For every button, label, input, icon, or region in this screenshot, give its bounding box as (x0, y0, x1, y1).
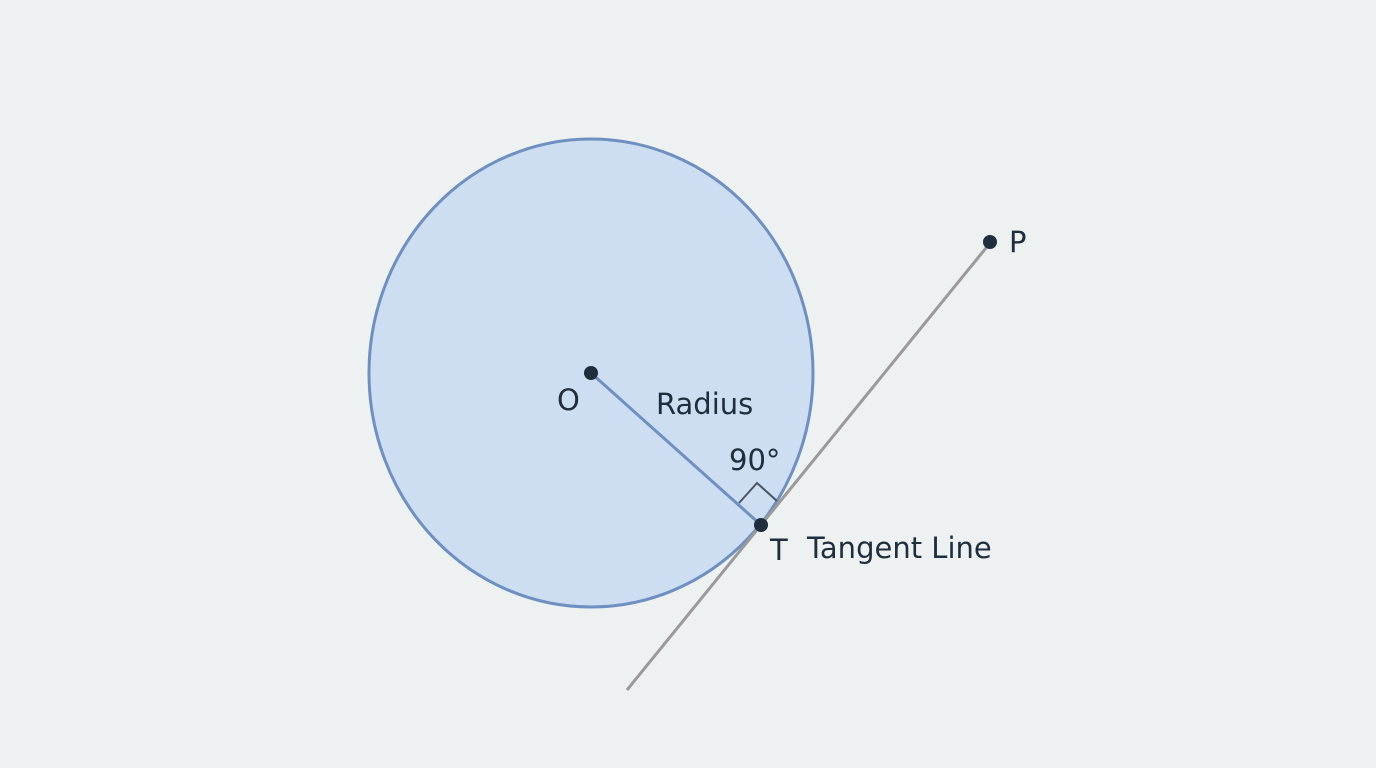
point-o (584, 366, 598, 380)
point-t (754, 518, 768, 532)
label-tangent-line: Tangent Line (806, 531, 992, 565)
point-p (983, 235, 997, 249)
tangent-line (625, 242, 992, 691)
label-radius: Radius (656, 387, 753, 421)
label-angle: 90° (729, 443, 780, 477)
right-angle-marker (738, 481, 778, 504)
label-p: P (1009, 225, 1027, 259)
label-t: T (769, 533, 788, 567)
label-o: O (557, 383, 580, 417)
radius-line (590, 371, 762, 527)
